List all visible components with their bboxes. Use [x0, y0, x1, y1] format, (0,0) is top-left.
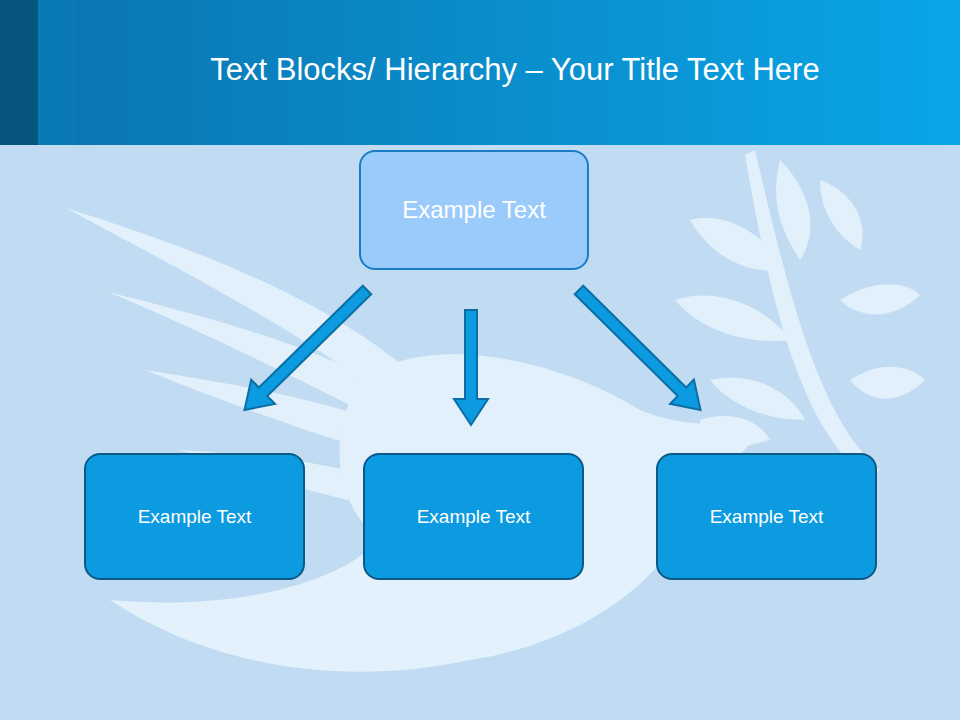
- box-text: Example Text: [138, 506, 252, 528]
- box-text: Example Text: [417, 506, 531, 528]
- arrow-shape: [245, 286, 372, 410]
- arrow-shape: [454, 310, 488, 425]
- slide-title: Text Blocks/ Hierarchy – Your Title Text…: [90, 52, 940, 88]
- arrow-shape: [575, 286, 701, 410]
- text-box: Example Text: [84, 453, 305, 580]
- box-text: Example Text: [710, 506, 824, 528]
- text-box: Example Text: [359, 150, 589, 270]
- block-arrow: [245, 286, 372, 410]
- text-box: Example Text: [656, 453, 877, 580]
- box-text: Example Text: [402, 196, 546, 224]
- text-box: Example Text: [363, 453, 584, 580]
- block-arrow: [454, 310, 488, 425]
- block-arrow: [575, 286, 701, 410]
